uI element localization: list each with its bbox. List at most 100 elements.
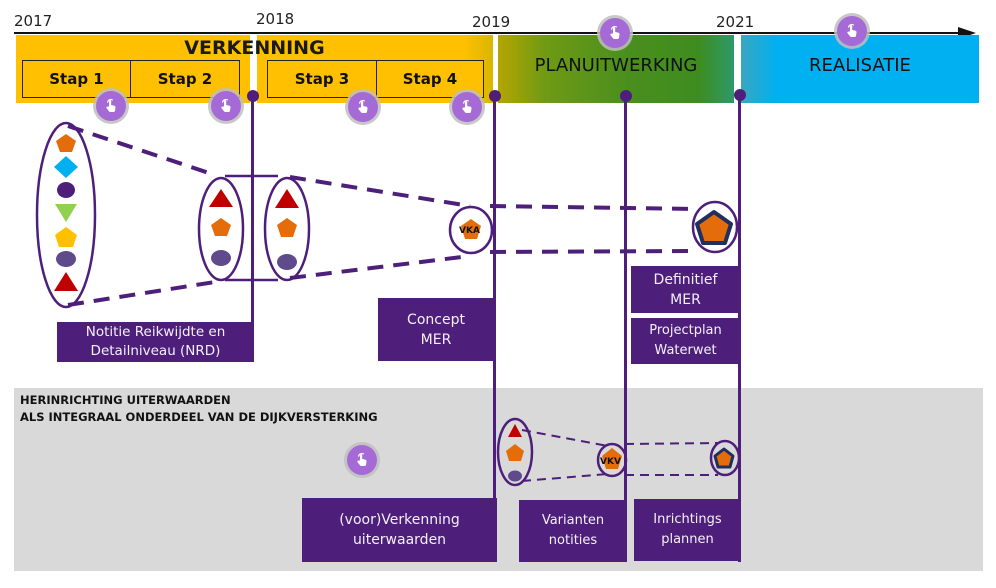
red-triangle-icon [209,189,233,207]
red-triangle-icon [54,272,78,291]
tap-button-stap-1[interactable] [96,91,126,121]
doc-nrd-line-2: Detailniveau (NRD) [90,343,221,359]
ellipse-final [691,200,739,254]
year-2021: 2021 [716,13,755,31]
step-3-label: Stap 3 [294,70,350,88]
doc-definitief-mer-line-1: Definitief [653,271,718,288]
vkv-label: VKV [600,457,621,467]
greypurple-circle-icon [508,470,522,482]
doc-varianten-line-1: Varianten [541,513,605,528]
phase-planuitwerking-title: PLANUITWERKING [534,55,698,76]
doc-projectplan-line-1: Projectplan [649,323,722,338]
funnel-bottom-2 [289,254,471,280]
year-2018: 2018 [256,10,295,28]
green-triangle-down-icon [55,204,77,222]
greypurple-circle-icon [211,250,231,266]
red-triangle-icon [508,424,522,437]
step-3[interactable]: Stap 3 [267,60,377,98]
hand-pointer-icon [221,98,231,112]
doc-definitief-mer-line-2: MER [670,291,701,308]
vka-pentagon-icon [461,219,481,239]
milestone-dot-2019 [489,90,501,102]
step-4-label: Stap 4 [402,70,458,88]
ellipse-vka [448,205,494,255]
milestone-line-vkv [624,95,627,562]
orange-pentagon-icon [506,444,524,461]
step-1-label: Stap 1 [49,70,104,88]
phase-realisatie-title: REALISATIE [809,55,911,76]
yellow-pentagon-icon [55,227,77,247]
hand-pointer-icon [462,99,472,113]
year-2019: 2019 [472,13,511,31]
vka-label: VKA [459,226,480,236]
milestone-line-2019 [493,95,496,562]
ellipse-options-stap2 [197,176,245,282]
funnel-top-2 [289,175,471,208]
tap-button-planuitwerking[interactable] [600,18,630,48]
step-4[interactable]: Stap 4 [376,60,484,98]
ellipse-options-all [35,121,97,309]
ellipse-uiterwaarden-options [496,417,534,487]
year-2017: 2017 [14,12,53,30]
orange-pentagon-icon [56,134,76,152]
band-title-line-1: HERINRICHTING UITERWAARDEN [20,393,231,407]
milestone-dot-2021 [734,89,746,101]
tap-button-stap-4[interactable] [452,92,482,122]
tap-button-realisatie[interactable] [837,16,867,46]
step-1[interactable]: Stap 1 [22,60,131,98]
doc-concept-mer-line-2: MER [420,331,452,348]
hand-pointer-icon [610,25,620,39]
hand-pointer-icon [106,98,116,112]
step-2-label: Stap 2 [157,70,213,88]
doc-varianten: Varianten notities [519,500,627,562]
band-title-line-2: ALS INTEGRAAL ONDERDEEL VAN DE DIJKVERST… [20,410,378,424]
funnel-top-3 [489,204,696,211]
uiterwaarden-band-title: HERINRICHTING UITERWAARDEN ALS INTEGRAAL… [20,392,378,426]
final-pentagon-icon [695,210,733,245]
small-funnel-bottom-1 [521,473,609,482]
doc-concept-mer-line-1: Concept [407,311,465,328]
doc-projectplan: Projectplan Waterwet [631,318,740,364]
doc-nrd: Notitie Reikwijdte en Detailniveau (NRD) [57,322,254,362]
milestone-dot-nrd [247,90,259,102]
red-triangle-icon [275,189,299,208]
doc-varianten-line-2: notities [548,533,598,548]
hand-pointer-icon [357,452,367,466]
blue-diamond-icon [54,156,78,178]
milestone-dot-vkv [620,90,632,102]
timeline-axis [14,32,964,34]
orange-pentagon-icon [211,218,231,236]
ellipse-vkv [596,442,628,478]
hand-pointer-icon [847,23,857,37]
greypurple-circle-icon [277,254,297,270]
doc-inrichtings-line-1: Inrichtings [653,512,722,527]
orange-pentagon-icon [277,218,297,237]
phase-realisatie [741,35,979,103]
tap-button-uiterwaarden[interactable] [347,445,377,475]
vkv-pentagon-icon [602,448,622,469]
ellipse-uiterwaarden-final [709,439,741,477]
doc-inrichtings-line-2: plannen [661,532,714,547]
hand-pointer-icon [358,99,368,113]
ellipse-options-stap3 [263,176,311,282]
funnel-bottom-3 [489,249,696,254]
purple-circle-icon [57,182,75,198]
uiterwaarden-band [14,388,983,571]
small-funnel-top-2 [624,442,719,445]
doc-definitief-mer: Definitief MER [631,266,740,313]
tap-button-stap-2[interactable] [211,91,241,121]
doc-voorverkenning-line-2: uiterwaarden [352,532,447,548]
doc-voorverkenning: (voor)Verkenning uiterwaarden [302,498,497,562]
greypurple-circle-icon [56,251,76,267]
milestone-line-nrd [251,95,254,361]
funnel-bottom-1 [67,280,216,307]
phase-verkenning-title: VERKENNING [184,37,325,59]
doc-inrichtings: Inrichtings plannen [634,499,741,561]
doc-projectplan-line-2: Waterwet [654,343,717,358]
final-pentagon-icon [713,447,735,469]
doc-nrd-line-1: Notitie Reikwijdte en [85,324,226,340]
doc-voorverkenning-line-1: (voor)Verkenning [339,512,460,528]
small-funnel-top-1 [521,429,609,447]
tap-button-stap-3[interactable] [348,92,378,122]
